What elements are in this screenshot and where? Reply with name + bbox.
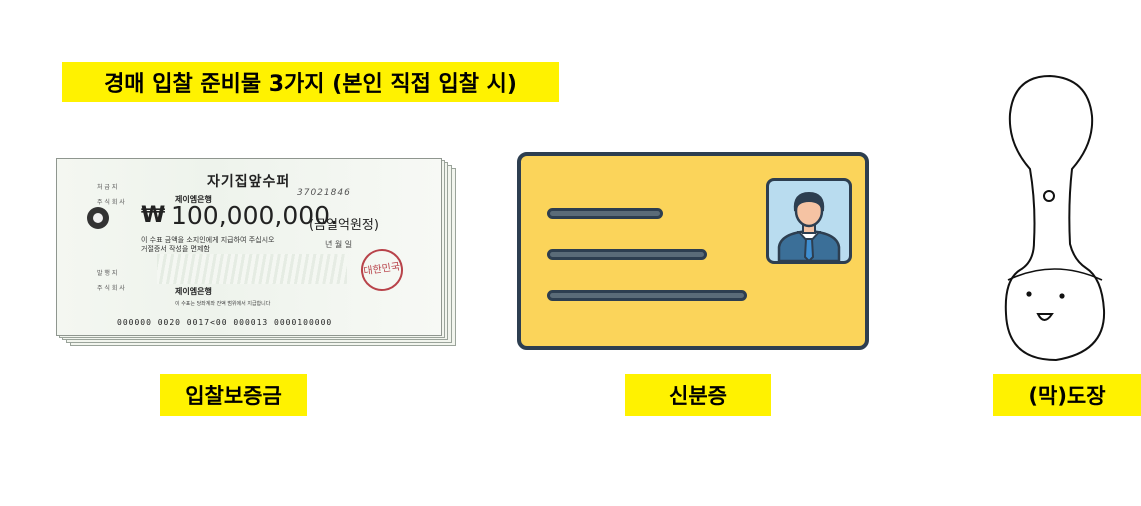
check-date-labels: 년 월 일	[325, 240, 353, 249]
caption-deposit: 입찰보증금	[160, 374, 307, 416]
check-serial: 37021846	[297, 188, 351, 198]
check-fine-print: 이 수표는 당좌계좌 잔액 범위에서 지급합니다	[175, 301, 271, 307]
check-instruction: 이 수표 금액을 소지인에게 지급하여 주십시오	[141, 236, 275, 244]
check-guilloche	[157, 254, 347, 284]
check-amount: 100,000,000.	[171, 201, 338, 230]
check-left-label: 주 식 회 사	[97, 285, 125, 292]
id-card-icon	[517, 152, 869, 350]
card-text-line	[547, 208, 663, 219]
check-amount-words: (금일억원정)	[309, 218, 379, 233]
check-micr-line: 000000 0020 0017<00 000013 0000100000	[117, 318, 333, 327]
check-bank-name-2: 제이엠은행	[175, 287, 212, 296]
check-instruction-2: 거절증서 작성을 면제함	[141, 245, 210, 253]
check-bank-name: 제이엠은행	[175, 195, 212, 204]
stamp-seal-icon	[1004, 74, 1106, 362]
caption-id-card: 신분증	[625, 374, 771, 416]
card-text-line	[547, 249, 707, 260]
bank-emblem-icon	[87, 207, 109, 229]
currency-symbol: ₩	[141, 203, 166, 228]
red-seal-stamp-icon: 대한민국	[358, 246, 406, 294]
check-left-label: 주 식 회 사	[97, 199, 125, 206]
check-heading: 자기집앞수퍼	[207, 174, 291, 190]
check-left-label: 처 급 지	[97, 184, 118, 191]
page-title: 경매 입찰 준비물 3가지 (본인 직접 입찰 시)	[62, 62, 559, 102]
caption-stamp: (막)도장	[993, 374, 1141, 416]
person-avatar-icon	[766, 178, 852, 264]
check-left-label: 발 행 지	[97, 270, 118, 277]
card-text-line	[547, 290, 747, 301]
